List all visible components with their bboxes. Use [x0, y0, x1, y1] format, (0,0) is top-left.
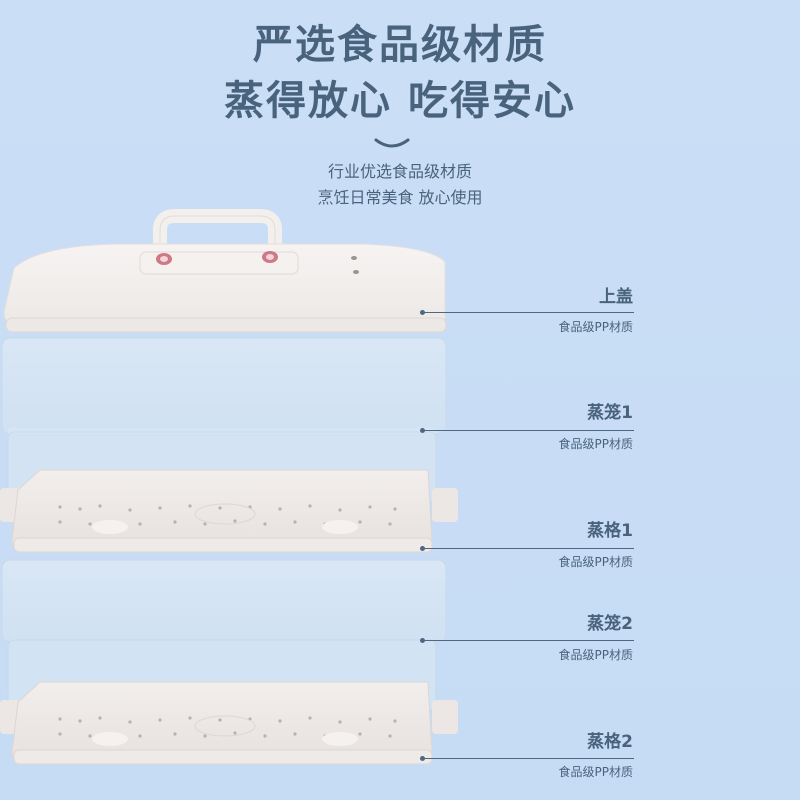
callout-rule — [422, 640, 634, 641]
callout-sublabel: 食品级PP材质 — [558, 765, 633, 779]
callout-tray-1: 蒸格1 食品级PP材质 — [420, 520, 636, 570]
smile-divider-icon — [374, 138, 410, 148]
callout-sublabel: 食品级PP材质 — [558, 437, 633, 451]
callout-steamer-1: 蒸笼1 食品级PP材质 — [420, 402, 636, 452]
callout-sublabel: 食品级PP材质 — [558, 320, 633, 334]
callout-sublabel: 食品级PP材质 — [558, 555, 633, 569]
callout-label: 蒸笼1 — [587, 403, 633, 423]
subtitle-line1: 行业优选食品级材质 — [327, 162, 472, 181]
steamer-illustration-icon — [0, 209, 458, 765]
callout-label: 上盖 — [599, 287, 633, 307]
lid — [3, 209, 447, 333]
callout-tray-2: 蒸格2 食品级PP材质 — [420, 731, 636, 781]
callout-rule — [422, 312, 634, 313]
callout-sublabel: 食品级PP材质 — [558, 648, 633, 662]
callout-label: 蒸笼2 — [587, 614, 633, 634]
subtitle-line2: 烹饪日常美食 放心使用 — [317, 188, 483, 207]
callout-rule — [422, 548, 634, 549]
steaming-tray-2 — [0, 681, 458, 765]
callout-rule — [422, 430, 634, 431]
callout-label: 蒸格2 — [587, 732, 633, 752]
steaming-tray-1 — [0, 469, 458, 553]
callout-lid: 上盖 食品级PP材质 — [420, 286, 636, 336]
callout-rule — [422, 758, 634, 759]
callout-steamer-2: 蒸笼2 食品级PP材质 — [420, 613, 636, 663]
callout-label: 蒸格1 — [587, 521, 633, 541]
headline-line2: 蒸得放心 吃得安心 — [224, 78, 576, 124]
headline-line1: 严选食品级材质 — [253, 22, 547, 68]
